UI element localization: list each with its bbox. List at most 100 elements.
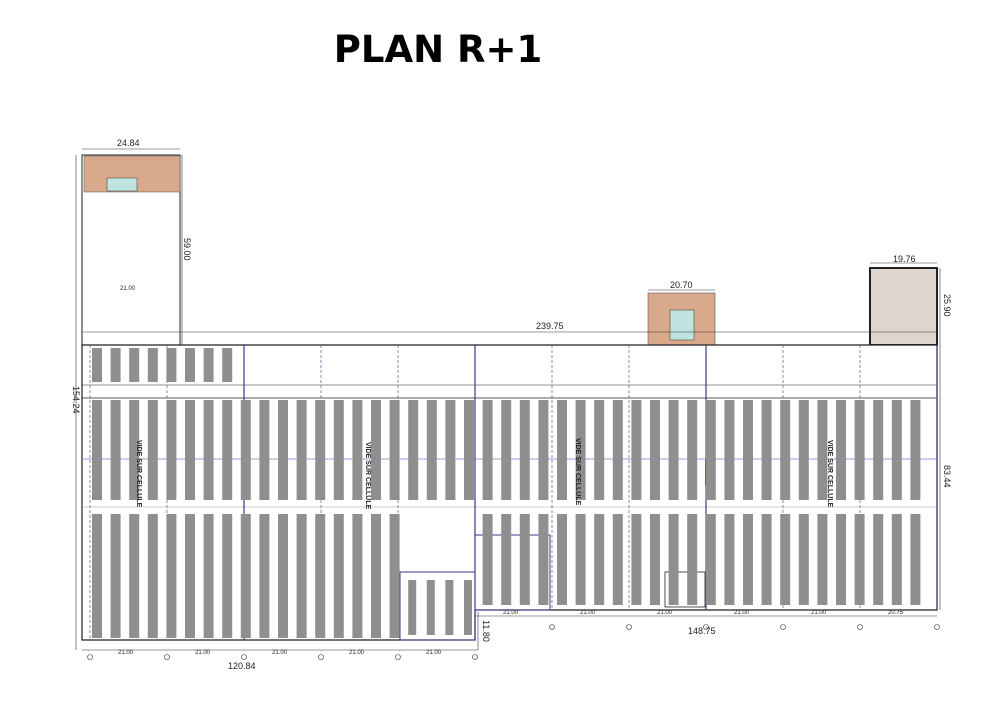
rack xyxy=(650,400,660,500)
rack xyxy=(501,400,512,500)
rack xyxy=(519,400,530,500)
rack xyxy=(575,514,586,605)
rack xyxy=(557,400,567,500)
rack xyxy=(92,348,102,382)
rack xyxy=(333,400,344,500)
rack xyxy=(371,514,381,638)
dim-right-annex-height: 25.90 xyxy=(942,294,952,317)
grid-axis-marker xyxy=(87,654,93,660)
dim-bay: 21.00 xyxy=(580,610,596,616)
rack xyxy=(259,514,270,638)
rack xyxy=(166,348,177,382)
rack xyxy=(687,514,698,605)
dim-bay: 21.00 xyxy=(734,610,750,616)
rack xyxy=(315,514,326,638)
rack xyxy=(185,400,195,500)
dim-left-tower-height: 59.00 xyxy=(182,238,192,261)
rack xyxy=(873,514,884,605)
rack xyxy=(817,514,828,605)
rack xyxy=(891,514,902,605)
rack xyxy=(185,348,195,382)
rack xyxy=(650,514,660,605)
rack xyxy=(557,514,567,605)
dim-bay: 21.00 xyxy=(349,650,365,656)
rack xyxy=(743,514,753,605)
rack xyxy=(203,348,214,382)
rack xyxy=(761,514,772,605)
grid-axis-marker xyxy=(780,624,786,630)
rack xyxy=(203,400,214,500)
grid-axis-marker xyxy=(395,654,401,660)
dim-step-height: 11.80 xyxy=(481,620,491,642)
rack xyxy=(92,514,102,638)
rack xyxy=(110,514,121,638)
grid-axis-marker xyxy=(164,654,170,660)
dim-bay: 21.00 xyxy=(811,610,827,616)
void-label: VIDE SUR CELLULE xyxy=(364,442,371,510)
grid-axis-marker xyxy=(626,624,632,630)
rack xyxy=(352,400,363,500)
rack xyxy=(129,400,140,500)
rack xyxy=(705,400,716,500)
dim-bay: 21.00 xyxy=(657,610,673,616)
rack xyxy=(482,400,493,500)
rack xyxy=(501,514,512,605)
rack xyxy=(147,400,158,500)
rack xyxy=(612,514,623,605)
rack xyxy=(203,514,214,638)
rack xyxy=(352,514,363,638)
rack xyxy=(166,400,177,500)
rack xyxy=(724,514,735,605)
rack xyxy=(594,514,605,605)
dim-left-height: 154.24 xyxy=(71,386,81,414)
dim-right-height: 83.44 xyxy=(942,465,952,488)
rack xyxy=(147,514,158,638)
left-tower-core xyxy=(106,177,138,192)
dim-bay: 21.00 xyxy=(503,610,519,616)
storage-racks xyxy=(92,348,921,638)
rack xyxy=(408,400,419,500)
dim-right-annex-width: 19.76 xyxy=(893,254,916,264)
rack xyxy=(296,514,307,638)
rack xyxy=(166,514,177,638)
rack xyxy=(240,514,251,638)
rack xyxy=(891,400,902,500)
rack xyxy=(389,400,400,500)
dim-bay: 21.00 xyxy=(272,650,288,656)
rack xyxy=(780,400,791,500)
dim-left-tower-inner: 21.00 xyxy=(120,286,136,292)
rack xyxy=(222,514,233,638)
dim-left-tower-width: 24.84 xyxy=(117,138,140,148)
grid-axis-marker xyxy=(703,624,709,630)
rack xyxy=(687,400,698,500)
rack xyxy=(538,400,549,500)
rack xyxy=(426,580,435,635)
void-label: VIDE SUR CELLULE xyxy=(135,440,142,508)
rack xyxy=(668,514,679,605)
dim-bay: 21.00 xyxy=(118,650,134,656)
rack xyxy=(92,400,102,500)
rack xyxy=(836,514,846,605)
rack xyxy=(389,514,400,638)
rack xyxy=(185,514,195,638)
rack xyxy=(519,514,530,605)
right-annex xyxy=(869,267,938,346)
rack xyxy=(482,514,493,605)
rack xyxy=(371,400,381,500)
rack xyxy=(222,400,233,500)
grid-axis-marker xyxy=(549,624,555,630)
dim-bay: 20.75 xyxy=(888,610,904,616)
rack xyxy=(705,514,716,605)
rack xyxy=(743,400,753,500)
rack xyxy=(333,514,344,638)
dim-total-length: 239.75 xyxy=(536,321,564,331)
rack xyxy=(538,514,549,605)
rack xyxy=(110,348,121,382)
rack xyxy=(240,400,251,500)
rack xyxy=(445,400,456,500)
rack xyxy=(296,400,307,500)
dim-bay: 21.00 xyxy=(426,650,442,656)
rack xyxy=(612,400,623,500)
rack xyxy=(315,400,326,500)
